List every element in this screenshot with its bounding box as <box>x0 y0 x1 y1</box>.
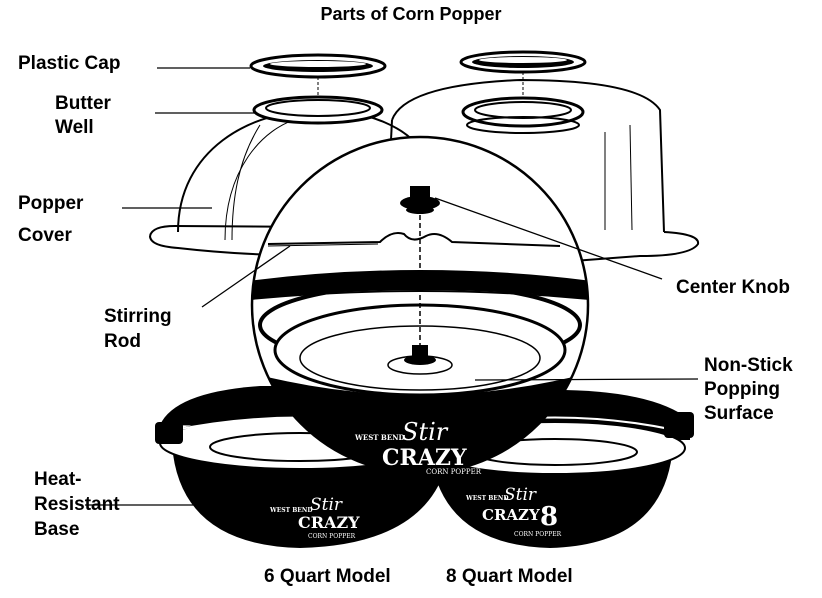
butter-well-6qt <box>252 95 384 125</box>
base-6qt-logo: WEST BEND Stir CRAZY CORN POPPER <box>269 495 360 540</box>
logo-corn-popper-6qt: CORN POPPER <box>308 533 356 540</box>
label-center-knob: Center Knob <box>676 277 790 298</box>
label-non-stick-line2: Popping <box>704 379 780 400</box>
label-8-quart-model: 8 Quart Model <box>446 566 573 587</box>
butter-well-8qt <box>461 96 585 134</box>
logo-crazy-8qt: CRAZY <box>482 506 540 524</box>
leader-center-knob <box>434 197 663 280</box>
leader-stirring-rod <box>201 245 291 308</box>
label-stirring-rod-line2: Rod <box>104 331 141 352</box>
logo-stir-6qt: Stir <box>310 495 343 515</box>
logo-stir-closeup: Stir <box>402 418 449 446</box>
label-heat-base-line2: Resistant <box>34 494 120 515</box>
label-heat-base-line3: Base <box>34 519 80 540</box>
leader-lines <box>85 67 699 506</box>
label-stirring-rod-line1: Stirring <box>104 306 172 327</box>
label-heat-base-line1: Heat- <box>34 469 82 490</box>
logo-crazy-closeup: CRAZY <box>382 445 467 471</box>
logo-brand-6qt: WEST BEND <box>269 507 313 514</box>
label-plastic-cap: Plastic Cap <box>18 53 121 74</box>
logo-brand-8qt: WEST BEND <box>465 495 509 502</box>
diagram-title: Parts of Corn Popper <box>320 4 502 24</box>
logo-eight-mark: 8 <box>540 502 558 532</box>
logo-corn-popper-closeup: CORN POPPER <box>426 468 482 476</box>
label-popper-cover-line2: Cover <box>18 225 72 246</box>
plastic-cap-8qt <box>459 50 587 74</box>
label-non-stick-line3: Surface <box>704 403 774 424</box>
logo-corn-popper-8qt: CORN POPPER <box>514 531 562 538</box>
label-non-stick-line1: Non-Stick <box>704 355 793 376</box>
label-popper-cover-line1: Popper <box>18 193 84 214</box>
plastic-cap-6qt <box>249 53 387 79</box>
popper-cover-8qt <box>389 78 700 263</box>
logo-stir-8qt: Stir <box>504 485 537 505</box>
base-8qt-logo: WEST BEND Stir CRAZY 8 CORN POPPER <box>465 485 562 538</box>
label-butter-well-line1: Butter <box>55 93 111 114</box>
logo-brand-closeup: WEST BEND <box>354 433 405 442</box>
label-butter-well-line2: Well <box>55 117 94 138</box>
label-6-quart-model: 6 Quart Model <box>264 566 391 587</box>
logo-crazy-6qt: CRAZY <box>298 513 360 532</box>
leader-non-stick <box>474 378 699 381</box>
